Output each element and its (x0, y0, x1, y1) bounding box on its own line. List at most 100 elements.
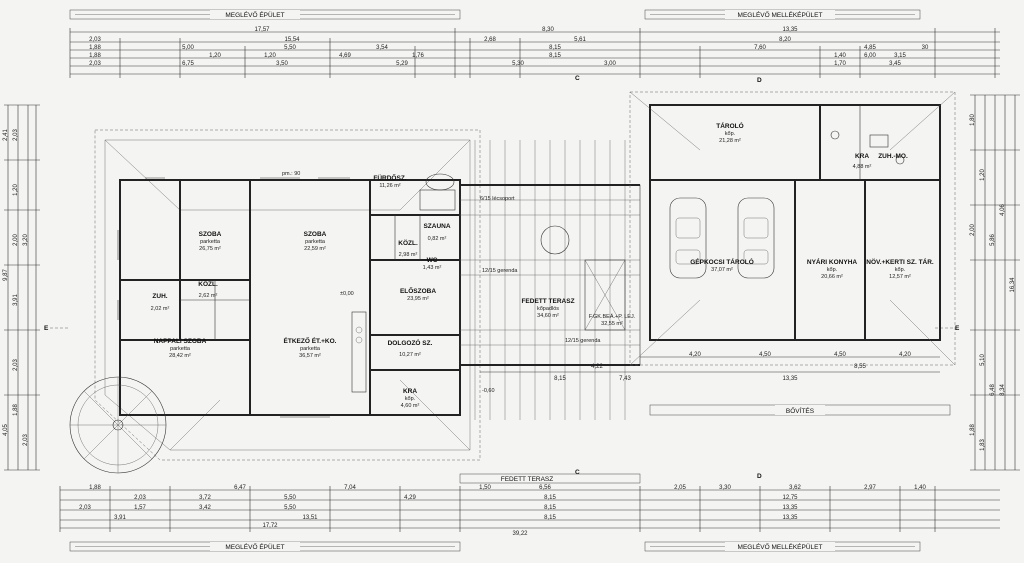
banner-top-left-text: MEGLÉVŐ ÉPÜLET (225, 10, 284, 19)
dim-bot-r3-2: 13,51 (302, 515, 318, 521)
dim-top-r4-0: 1,88 (89, 53, 101, 59)
dim-bot-r2-6: 8,15 (544, 505, 556, 511)
room-name: ÉTKEZŐ ÉT.+KO. (284, 336, 337, 345)
room-name: ZUH.-MO. (878, 153, 908, 160)
room-name: GÉPKOCSI TÁROLÓ (690, 257, 754, 266)
room-area: 26,75 m² (199, 246, 221, 252)
dim-bot-r2-1: 1,57 (134, 505, 146, 511)
room-floor: kőp. (405, 396, 416, 402)
dim-top-r5-6: 1,70 (834, 61, 846, 67)
room-name: KÖZL. (198, 279, 218, 288)
dim-left-7: 2,03 (13, 359, 19, 371)
room-area: 10,27 m² (399, 352, 421, 358)
room-name: SZAUNA (423, 223, 450, 230)
dim-misc-3: 4,20 (899, 352, 911, 358)
dim-misc-5: 13,35 (782, 376, 798, 382)
section-e-right: E (955, 325, 960, 332)
room-area: 22,59 m² (304, 246, 326, 252)
room-label-wc: WC 1,43 m² (423, 257, 442, 271)
dim-top-r5-4: 5,30 (512, 61, 524, 67)
room-label-nappali: NAPPALI SZOBA parketta 28,42 m² (154, 338, 207, 359)
section-c-bottom: C (575, 469, 580, 476)
dim-top-r3-3: 3,54 (376, 45, 388, 51)
dim-top-r4-2: 1,20 (264, 53, 276, 59)
dim-misc-6: 4,22 (591, 364, 603, 370)
dim-left-10: 2,03 (23, 434, 29, 446)
covered-terrace-structure: FEDETT TERASZ kőpadlós 34,60 m² F.GK.BEÁ… (282, 140, 641, 420)
outbuilding (629, 91, 956, 366)
room-label-szauna: SZAUNA 0,82 m² (423, 223, 450, 242)
dim-right-2: 2,00 (970, 224, 976, 236)
room-floor: kőpadlós (537, 306, 559, 312)
room-label-furdoszoba: FÜRDŐSZ. 11,26 m² (373, 173, 406, 189)
room-area: 32,55 m² (601, 321, 623, 327)
dim-top-r4-6: 1,40 (834, 53, 846, 59)
dim-bot-r3-0: 3,91 (114, 515, 126, 521)
dim-bot-r4-0: 39,22 (512, 531, 528, 537)
dim-left-3: 1,20 (13, 184, 19, 196)
room-name: NAPPALI SZOBA (154, 338, 207, 345)
dim-left-6: 3,91 (13, 294, 19, 306)
room-area: 1,43 m² (423, 265, 442, 271)
room-name: F.GK.BEÁ.+P. LÉJ. (589, 313, 636, 320)
room-area: 11,26 m² (379, 183, 400, 189)
dim-right-7: 6,48 (990, 384, 996, 396)
dim-bot-r2-8: 13,35 (782, 505, 798, 511)
car-icon (669, 197, 707, 279)
dim-top-r3-5: 7,60 (754, 45, 766, 51)
dim-top-r3-4: 8,15 (549, 45, 561, 51)
dim-bot-r1-5: 4,29 (404, 495, 416, 501)
dim-top-r5-5: 3,00 (604, 61, 616, 67)
dim-top-r5-2: 3,50 (276, 61, 288, 67)
dim-top-r3-1: 5,00 (182, 45, 194, 51)
dim-right-9: 1,88 (970, 424, 976, 436)
bottom-dimension-area: 1,88 2,03 3,72 6,47 7,04 4,29 1,50 6,56 … (59, 485, 1000, 537)
dim-bot-r2-2: 3,42 (199, 505, 211, 511)
room-area: 20,66 m² (821, 274, 843, 280)
note-lecsoport: 6/15 lécsoport (480, 196, 515, 202)
right-dimension-area: 1,80 1,20 2,00 5,86 4,06 16,34 8,34 6,48… (970, 94, 1020, 471)
room-label-kozl-1: KÖZL. 2,98 m² (398, 238, 418, 258)
dim-bot-r3-3: 8,15 (544, 515, 556, 521)
dim-misc-2: 4,50 (834, 352, 846, 358)
dim-bot-r1-8: 2,05 (674, 485, 686, 491)
dim-top-r4-4: 1,76 (412, 53, 424, 59)
room-area: 21,28 m² (719, 138, 741, 144)
dim-top-r4-1: 1,20 (209, 53, 221, 59)
banner-extension: BŐVÍTÉS (649, 404, 951, 416)
dim-bot-r3-1: 17,72 (262, 523, 278, 529)
dim-bot-r1-6: 1,50 (479, 485, 491, 491)
dim-bot-r1-7: 6,56 (539, 485, 551, 491)
covered-terrace-bottom: FEDETT TERASZ (459, 473, 641, 484)
dim-top-r1-0: 17,57 (254, 27, 270, 33)
dim-bot-r1-4: 7,04 (344, 485, 356, 491)
left-dimension-area: 2,41 2,03 9,87 1,20 2,00 3,20 3,91 2,03 … (3, 104, 40, 471)
dim-bot-r2-3: 5,50 (284, 495, 296, 501)
dim-left-1: 2,03 (13, 129, 19, 141)
room-label-nyari-konyha: NYÁRI KONYHA kőp. 20,66 m² (807, 257, 858, 280)
room-name: KÖZL. (398, 238, 418, 247)
dim-top-r4-8: 3,15 (894, 53, 906, 59)
dim-misc-8: 8,15 (554, 376, 566, 382)
banner-extension-text: BŐVÍTÉS (786, 406, 815, 415)
dim-right-0: 1,80 (970, 114, 976, 126)
level-marker-2: -0,60 (482, 388, 495, 394)
dim-top-r1-1: 8,30 (542, 27, 554, 33)
room-area: 34,60 m² (537, 313, 559, 319)
room-label-etkezo: ÉTKEZŐ ÉT.+KO. parketta 36,57 m² (284, 336, 337, 359)
banner-bottom-right-text: MEGLÉVŐ MELLÉKÉPÜLET (738, 542, 823, 551)
dim-top-r4-3: 4,69 (339, 53, 351, 59)
room-name: NÖV.+KERTI SZ. TÁR. (866, 257, 934, 266)
room-label-kra-1: KRA kőp. 4,60 m² (401, 388, 420, 409)
room-label-tarolo: TÁROLÓ kőp. 21,28 m² (716, 121, 743, 144)
banner-top-right-text: MEGLÉVŐ MELLÉKÉPÜLET (738, 10, 823, 19)
note-gerenda-1: 12/15 gerenda (482, 268, 518, 274)
section-d-bottom: D (757, 473, 762, 480)
room-label-kerti: NÖV.+KERTI SZ. TÁR. kőp. 12,57 m² (866, 257, 934, 280)
section-e-left: E (44, 325, 49, 332)
room-floor: kőp. (725, 131, 736, 137)
room-name: SZOBA (304, 231, 327, 238)
dim-top-r3-6: 4,85 (864, 45, 876, 51)
dim-bot-r1-12: 1,40 (914, 485, 926, 491)
